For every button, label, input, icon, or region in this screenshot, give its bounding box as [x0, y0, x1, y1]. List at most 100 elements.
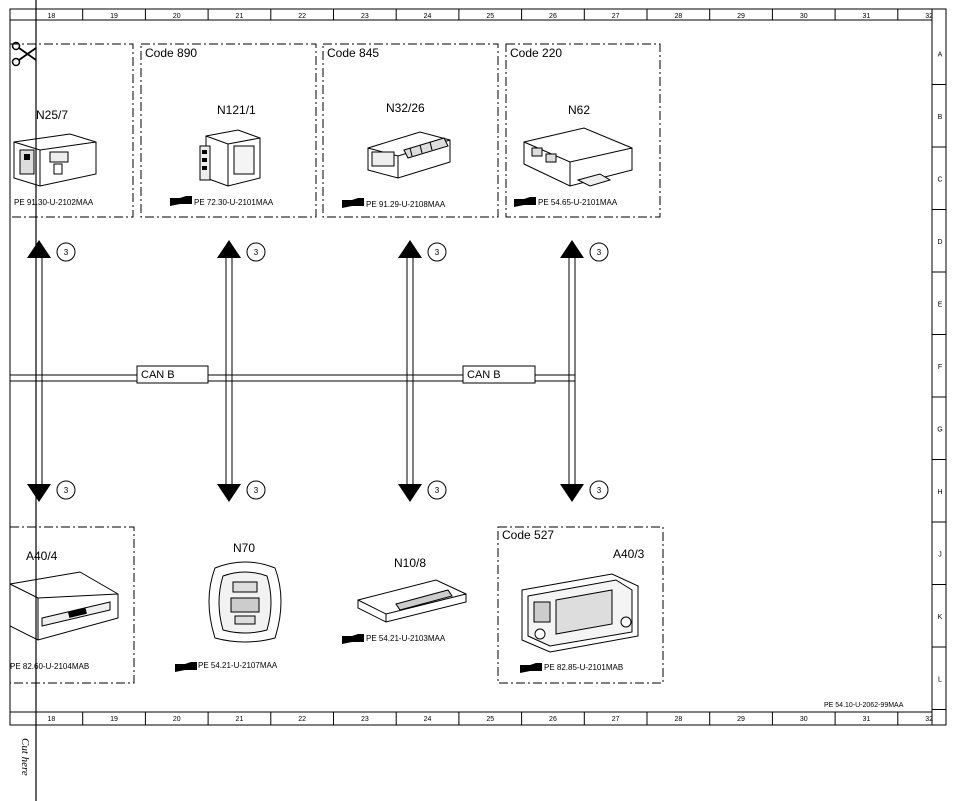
arrow-down-icon: [27, 484, 51, 502]
module-code-n32-26: Code 845: [327, 46, 379, 60]
relay-module-icon: [199, 129, 261, 187]
module-a40-4[interactable]: A40/4 PE 82.60-U-2104MAB: [9, 526, 135, 684]
grid-column-label: 30: [800, 13, 808, 20]
reference-hand-icon: [520, 663, 542, 673]
drawing-number: PE 54.10-U-2062-99MAA: [824, 702, 904, 709]
module-n62[interactable]: Code 220 N62 PE 54.65-U-2101MAA: [505, 43, 661, 218]
module-ref-a40-3: PE 82.85-U-2101MAB: [544, 663, 623, 672]
grid-column-label: 26: [549, 13, 557, 20]
svg-text:3: 3: [597, 486, 602, 495]
reference-hand-icon: [175, 662, 197, 672]
can-b-label-box-left: [136, 365, 209, 384]
reference-hand-icon: [342, 198, 364, 208]
svg-text:3: 3: [254, 486, 259, 495]
comand-head-unit-icon: [521, 573, 639, 653]
module-name-n62: N62: [568, 103, 590, 117]
grid-column-label: 30: [800, 716, 808, 723]
grid-column-label: 31: [863, 716, 871, 723]
grid-column-label: 22: [298, 716, 306, 723]
reference-hand-icon: [514, 197, 536, 207]
grid-column-label: 32: [925, 13, 933, 20]
module-n32-26[interactable]: Code 845 N32/26 PE 91.29-U-2108MAA: [322, 43, 499, 218]
grid-row-label: G: [937, 426, 942, 433]
grid-column-label: 28: [674, 716, 682, 723]
arrow-down-icon: [560, 484, 584, 502]
grid-column-label: 22: [298, 13, 306, 20]
module-ref-n10-8: PE 54.21-U-2103MAA: [366, 634, 446, 643]
arrow-up-icon: [217, 240, 241, 258]
arrow-up-icon: [27, 240, 51, 258]
module-name-n121-1: N121/1: [217, 103, 256, 117]
grid-column-label: 20: [173, 716, 181, 723]
grid-column-label: 21: [236, 716, 244, 723]
grid-row-label: H: [937, 489, 942, 496]
grid-column-label: 20: [173, 13, 181, 20]
can-b-bus: CAN B CAN B: [10, 365, 575, 384]
drawing-frame: [9, 8, 947, 726]
module-ref-n25-7: PE 91.30-U-2102MAA: [14, 198, 94, 207]
grid-row-label: L: [938, 676, 942, 683]
grid-column-label: 24: [424, 13, 432, 20]
arrow-down-icon: [217, 484, 241, 502]
grid-row-label: A: [938, 51, 943, 58]
module-name-n10-8: N10/8: [394, 556, 426, 570]
svg-text:3: 3: [435, 248, 440, 257]
module-ref-n62: PE 54.65-U-2101MAA: [538, 198, 618, 207]
arrow-down-icon: [398, 484, 422, 502]
connection-marker: 3: [427, 242, 447, 262]
connection-marker: 3: [246, 242, 266, 262]
module-ref-a40-4: PE 82.60-U-2104MAB: [10, 662, 89, 671]
connection-marker: 3: [427, 480, 447, 500]
svg-text:3: 3: [597, 248, 602, 257]
grid-column-label: 19: [110, 716, 118, 723]
dvd-player-icon: [9, 571, 119, 641]
module-n121-1[interactable]: Code 890 N121/1 PE 72.30-U-2101MAA: [140, 43, 317, 218]
module-name-n70: N70: [233, 541, 255, 555]
module-code-n121-1: Code 890: [145, 46, 197, 60]
grid-column-label: 29: [737, 13, 745, 20]
module-ref-n121-1: PE 72.30-U-2101MAA: [194, 198, 274, 207]
arrow-up-icon: [398, 240, 422, 258]
svg-text:3: 3: [435, 486, 440, 495]
grid-column-label: 32: [925, 716, 933, 723]
can-b-label-left: CAN B: [141, 369, 175, 381]
grid-row-label: E: [938, 301, 943, 308]
sam-module-icon: [357, 579, 467, 623]
grid-column-label: 28: [674, 13, 682, 20]
module-n25-7[interactable]: N25/7 PE 91.30-U-2102MAA: [10, 43, 134, 218]
grid-column-label: 18: [47, 13, 55, 20]
grid-column-label: 25: [486, 716, 494, 723]
module-name-n25-7: N25/7: [36, 108, 68, 122]
bus-arrows: 3 3 3 3 3 3 3 3: [27, 240, 609, 502]
arrow-up-icon: [560, 240, 584, 258]
module-name-n32-26: N32/26: [386, 101, 425, 115]
grid-row-label: J: [938, 551, 942, 558]
module-a40-3[interactable]: Code 527 A40/3 PE 82.85-U-2101MAB: [497, 526, 664, 684]
scissors-icon: [11, 41, 37, 67]
module-box-icon: [13, 133, 97, 187]
grid-column-label: 24: [424, 716, 432, 723]
module-n70: N70 PE 54.21-U-2107MAA: [175, 541, 282, 672]
connection-marker: 3: [56, 242, 76, 262]
grid-column-label: 18: [47, 716, 55, 723]
grid-column-label: 26: [549, 716, 557, 723]
module-code-n62: Code 220: [510, 46, 562, 60]
grid-row-label: K: [938, 614, 943, 621]
grid-column-label: 25: [486, 13, 494, 20]
can-b-label-box-right: [462, 365, 536, 384]
connection-marker: 3: [589, 480, 609, 500]
reference-hand-icon: [342, 634, 364, 644]
grid-row-label: C: [937, 176, 942, 183]
reference-hand-icon: [170, 196, 192, 206]
module-n10-8: N10/8 PE 54.21-U-2103MAA: [342, 556, 467, 644]
grid-column-label: 29: [737, 716, 745, 723]
grid-row-label: F: [938, 364, 942, 371]
grid-column-label: 19: [110, 13, 118, 20]
grid-column-label: 31: [863, 13, 871, 20]
connection-marker: 3: [56, 480, 76, 500]
svg-text:3: 3: [254, 248, 259, 257]
module-code-a40-3: Code 527: [502, 528, 554, 542]
